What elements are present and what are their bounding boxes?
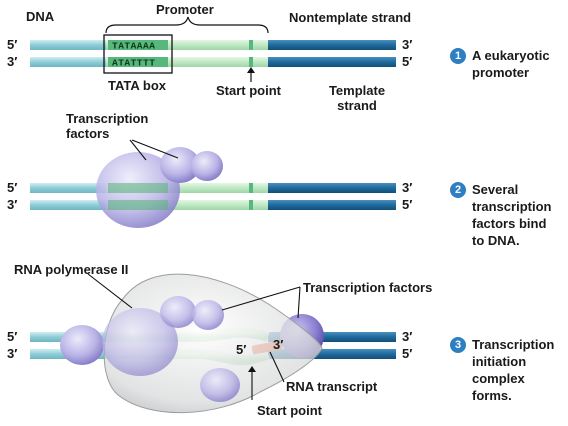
transcription-factor-medium bbox=[160, 147, 200, 183]
panel3-factor-top-2 bbox=[192, 300, 224, 330]
panel1-tata-top-highlight bbox=[108, 40, 168, 50]
panel2-bottom-strand-right bbox=[268, 200, 396, 210]
panel1-top-strand-promoter bbox=[106, 40, 268, 50]
panel2-transcription-factors bbox=[96, 139, 223, 228]
panel3-top-left-end: 5′ bbox=[7, 329, 18, 344]
panel1-start-mark-top bbox=[249, 40, 253, 50]
step-1-line-2: promoter bbox=[472, 65, 530, 80]
panel3-top-strand-right bbox=[268, 332, 396, 342]
panel3-bottom-left-end: 3′ bbox=[7, 346, 18, 361]
step-3-line-3: complex bbox=[472, 371, 525, 386]
panel1-start-mark-bottom bbox=[249, 57, 253, 67]
transcription-factors-label-2: Transcription factors bbox=[66, 111, 149, 141]
start-point-label-3: Start point bbox=[257, 403, 322, 418]
rna-polymerase-label: RNA polymerase II bbox=[14, 262, 129, 277]
tata-bottom-sequence: ATATTTT bbox=[112, 58, 155, 69]
step-2-line-1: Several bbox=[472, 182, 519, 197]
panel1-bottom-right-end: 5′ bbox=[402, 54, 413, 69]
panel2-start-mark-bottom bbox=[249, 200, 253, 210]
panel1-bottom-strand-right bbox=[268, 57, 396, 67]
panel1-dna: TATAAAA ATATTTT bbox=[30, 16, 396, 82]
step-3-number: 3 bbox=[450, 337, 466, 353]
panel2-top-strand-right bbox=[268, 183, 396, 193]
tata-top-sequence: TATAAAA bbox=[112, 41, 155, 52]
start-point-arrow-head bbox=[247, 67, 255, 73]
promoter-label: Promoter bbox=[156, 2, 214, 17]
step-3-line-1: Transcription bbox=[472, 337, 555, 352]
panel2-tata-bottom-highlight bbox=[108, 200, 168, 210]
start-point-label: Start point bbox=[216, 83, 281, 98]
step-2-line-3: factors bind bbox=[472, 216, 547, 231]
panel2-bottom-left-end: 3′ bbox=[7, 197, 18, 212]
tata-box-outline bbox=[103, 34, 173, 74]
nontemplate-strand-label: Nontemplate strand bbox=[289, 10, 412, 25]
rna-transcript-pointer bbox=[269, 351, 285, 383]
start-point-3-arrow-head bbox=[248, 366, 256, 372]
panel1-tata-bottom-highlight bbox=[108, 57, 168, 67]
step-2-number: 2 bbox=[450, 182, 466, 198]
panel1-top-right-end: 3′ bbox=[402, 37, 413, 52]
tf-pointer-line-1 bbox=[129, 139, 147, 161]
tata-box-label: TATA box bbox=[108, 78, 167, 93]
panel3-factor-top-1 bbox=[160, 296, 196, 328]
step-1-number: 1 bbox=[450, 48, 466, 64]
step-3-line-4: forms. bbox=[472, 388, 512, 403]
panel2-top-left-end: 5′ bbox=[7, 180, 18, 195]
rna-5-end: 5′ bbox=[236, 342, 247, 357]
panel1-top-strand-right bbox=[268, 40, 396, 50]
promoter-bracket bbox=[105, 16, 269, 34]
step-2-line-2: transcription bbox=[472, 199, 552, 214]
panel2-top-strand-left bbox=[30, 183, 106, 193]
panel2-top-right-end: 3′ bbox=[402, 180, 413, 195]
tf3-pointer-1 bbox=[221, 286, 301, 311]
panel1-bottom-left-end: 3′ bbox=[7, 54, 18, 69]
panel3-top-right-end: 3′ bbox=[402, 329, 413, 344]
panel3-factor-left bbox=[60, 325, 104, 365]
panel3-complex bbox=[30, 273, 396, 414]
panel3-bottom-right-end: 5′ bbox=[402, 346, 413, 361]
panel1-bottom-strand-left bbox=[30, 57, 106, 67]
step-3-line-2: initiation bbox=[472, 354, 527, 369]
transcription-factor-small bbox=[191, 151, 223, 181]
rna-pol-pointer bbox=[87, 273, 133, 309]
rna-polymerase-ii bbox=[103, 273, 323, 414]
panel2-start-mark-top bbox=[249, 183, 253, 193]
step-1-line-1: A eukaryotic bbox=[472, 48, 550, 63]
panel2-bottom-strand-left bbox=[30, 200, 106, 210]
panel3-bottom-strand-right bbox=[268, 349, 396, 359]
step-2-line-4: to DNA. bbox=[472, 233, 520, 248]
dna-label: DNA bbox=[26, 9, 55, 24]
rna-transcript-label: RNA transcript bbox=[286, 379, 378, 394]
panel3-factor-inner-large bbox=[102, 308, 178, 376]
panel2-bottom-right-end: 5′ bbox=[402, 197, 413, 212]
panel2-tata-top-highlight bbox=[108, 183, 168, 193]
template-strand-label: Template strand bbox=[328, 83, 386, 113]
panel2-top-strand-promoter bbox=[106, 183, 268, 193]
panel1-bottom-strand-promoter bbox=[106, 57, 268, 67]
transcription-factors-label-3: Transcription factors bbox=[303, 280, 433, 295]
panel1-top-strand-left bbox=[30, 40, 106, 50]
panel2-dna bbox=[30, 183, 396, 210]
tf3-pointer-2 bbox=[297, 286, 301, 319]
rna-3-end: 3′ bbox=[273, 337, 284, 352]
panel1-top-left-end: 5′ bbox=[7, 37, 18, 52]
tf-pointer-line-2 bbox=[131, 139, 179, 159]
panel2-bottom-strand-promoter bbox=[106, 200, 268, 210]
panel3-factor-bottom bbox=[200, 368, 240, 402]
